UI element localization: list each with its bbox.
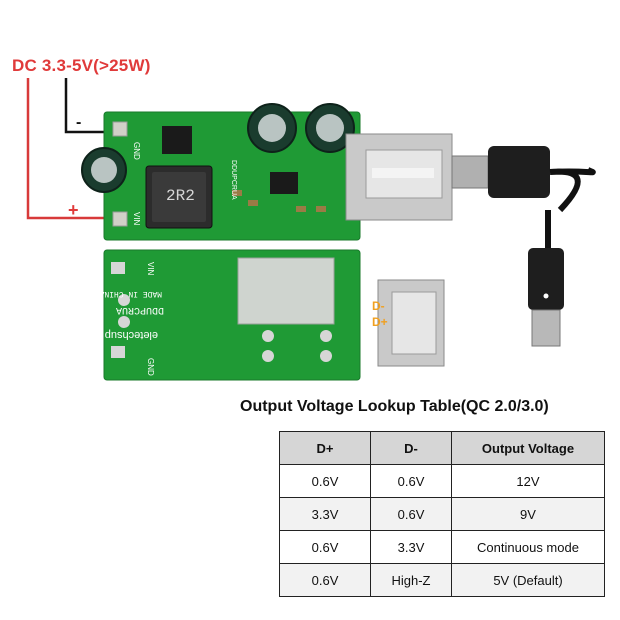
top-chip-silk: DDUPCRUA <box>230 160 237 200</box>
header-output-voltage: Output Voltage <box>451 431 605 465</box>
black-negative-wire <box>64 78 118 134</box>
d-plus-label: D+ <box>372 315 388 329</box>
product-illustration: GND VIN 2R2 DDUPCRUA VIN GND MADE IN CHI… <box>26 78 596 381</box>
cell-output: 5V (Default) <box>451 563 605 597</box>
top-pcb-board <box>81 103 453 241</box>
d-minus-label: D- <box>372 299 385 313</box>
made-in-silk: MADE IN CHINA <box>99 289 162 298</box>
cell-output: 9V <box>451 497 605 531</box>
cell-d-minus: 3.3V <box>370 530 452 564</box>
cell-d-plus: 0.6V <box>279 563 371 597</box>
table-row: 0.6V 0.6V 12V <box>279 464 605 498</box>
bottom-vin-silk: VIN <box>146 262 155 276</box>
table-title: Output Voltage Lookup Table(QC 2.0/3.0) <box>240 398 549 415</box>
cell-d-plus: 0.6V <box>279 464 371 498</box>
cell-d-minus: High-Z <box>370 563 452 597</box>
cell-d-plus: 3.3V <box>279 497 371 531</box>
table-row: 3.3V 0.6V 9V <box>279 497 605 531</box>
top-gnd-silk: GND <box>132 142 141 160</box>
header-d-minus: D- <box>370 431 452 465</box>
header-d-plus: D+ <box>279 431 371 465</box>
red-positive-wire <box>26 78 118 220</box>
cell-output: Continuous mode <box>451 530 605 564</box>
bottom-gnd-silk: GND <box>146 358 155 376</box>
output-voltage-table: D+ D- Output Voltage 0.6V 0.6V 12V 3.3V … <box>279 431 605 597</box>
minus-label: - <box>76 114 82 131</box>
plus-label: + <box>68 200 79 220</box>
table-row: 0.6V 3.3V Continuous mode <box>279 530 605 564</box>
cell-output: 12V <box>451 464 605 498</box>
bottom-pcb-board <box>103 249 445 381</box>
dc-input-label: DC 3.3-5V(>25W) <box>12 56 151 75</box>
cell-d-plus: 0.6V <box>279 530 371 564</box>
usb-cable <box>451 146 596 347</box>
table-header-row: D+ D- Output Voltage <box>279 431 605 465</box>
table-row: 0.6V High-Z 5V (Default) <box>279 563 605 597</box>
cell-d-minus: 0.6V <box>370 464 452 498</box>
cell-d-minus: 0.6V <box>370 497 452 531</box>
model-silk: DDUPCRUA <box>116 304 164 315</box>
brand-silk: eletechsup <box>105 329 158 341</box>
top-vin-silk: VIN <box>132 212 141 226</box>
inductor-silk: 2R2 <box>166 187 195 205</box>
